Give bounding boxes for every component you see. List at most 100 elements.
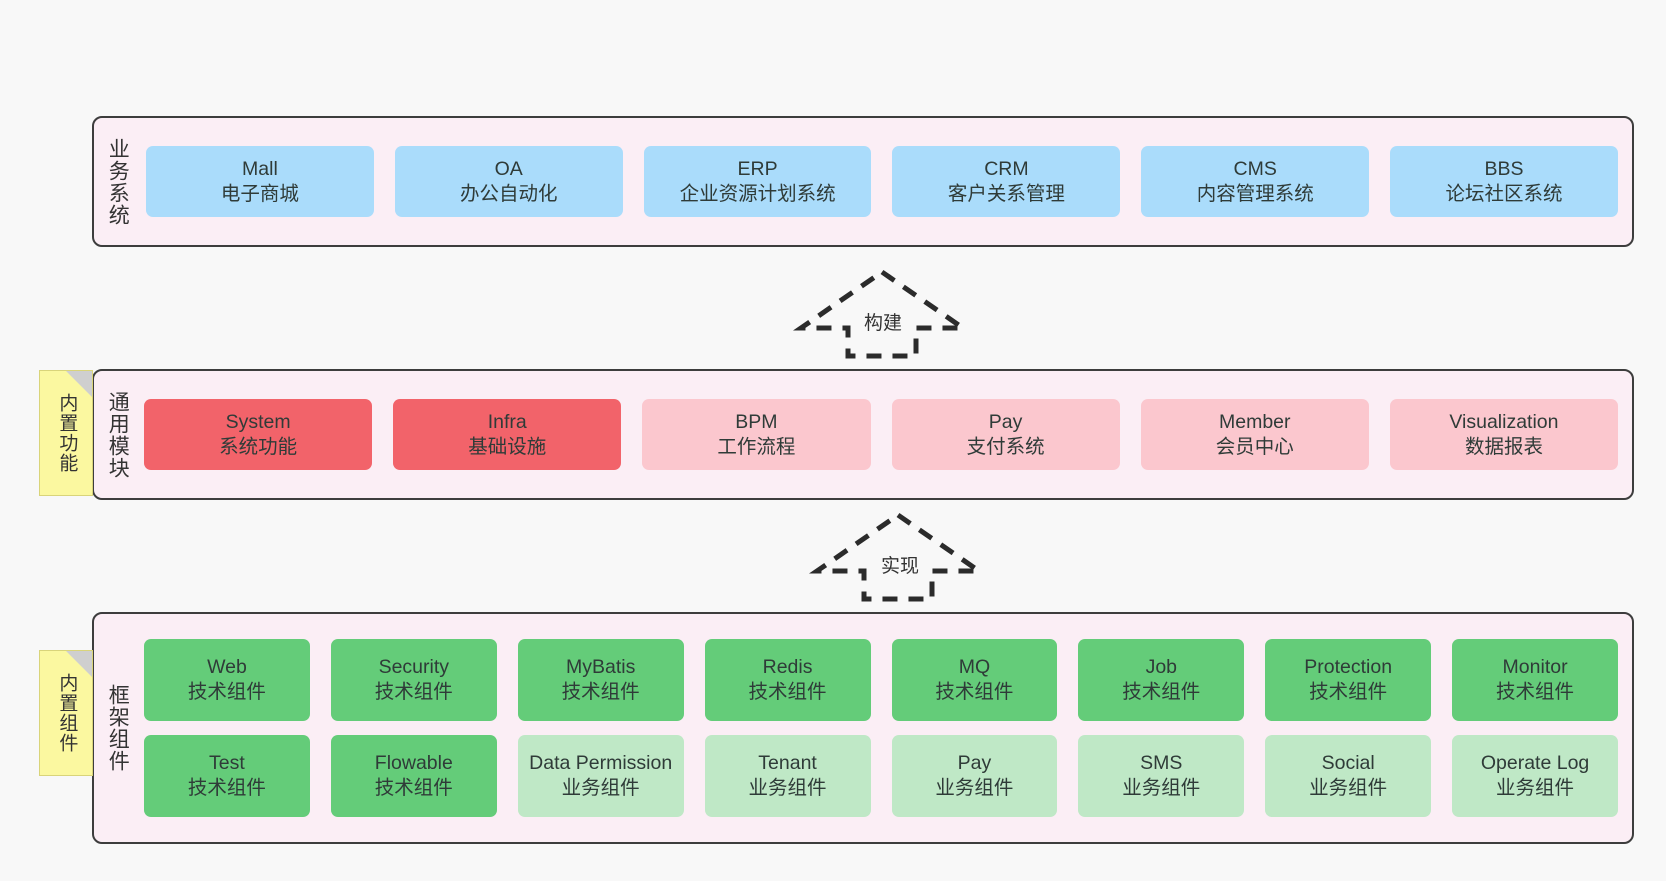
layer-framework-components: 框架组件 Web 技术组件 Security 技术组件 MyBatis 技术组件… [92, 612, 1634, 844]
card-title: Test [209, 752, 245, 775]
card-member[interactable]: Member 会员中心 [1140, 399, 1369, 470]
card-oa[interactable]: OA 办公自动化 [394, 146, 623, 217]
note-label: 内置功能 [56, 393, 78, 473]
card-subtitle: 技术组件 [935, 681, 1014, 703]
card-subtitle: 支付系统 [966, 435, 1045, 458]
card-title: System [225, 410, 291, 433]
card-operate-log[interactable]: Operate Log 业务组件 [1452, 735, 1618, 817]
card-mq[interactable]: MQ 技术组件 [891, 639, 1058, 721]
arrow-label: 构建 [863, 313, 902, 334]
card-erp[interactable]: ERP 企业资源计划系统 [643, 146, 872, 217]
card-row: Mall 电子商城 OA 办公自动化 ERP 企业资源计划系统 CRM 客户关系… [146, 146, 1618, 217]
card-title: Flowable [374, 752, 453, 775]
card-social[interactable]: Social 业务组件 [1265, 735, 1432, 817]
card-row: Web 技术组件 Security 技术组件 MyBatis 技术组件 Redi… [144, 639, 1618, 721]
card-visualization[interactable]: Visualization 数据报表 [1389, 399, 1619, 470]
card-test[interactable]: Test 技术组件 [144, 735, 310, 817]
build-arrow: 构建 [792, 266, 972, 361]
layer-body-business-systems: Mall 电子商城 OA 办公自动化 ERP 企业资源计划系统 CRM 客户关系… [140, 118, 1632, 245]
card-title: BPM [735, 410, 778, 433]
card-subtitle: 电子商城 [220, 182, 299, 205]
card-title: Protection [1304, 656, 1393, 679]
card-title: Infra [487, 410, 527, 433]
card-row: System 系统功能 Infra 基础设施 BPM 工作流程 Pay 支付系统… [144, 399, 1619, 470]
card-title: Operate Log [1480, 752, 1590, 775]
card-title: SMS [1140, 752, 1183, 775]
card-infra[interactable]: Infra 基础设施 [393, 399, 622, 470]
folded-corner-icon [66, 651, 92, 677]
card-subtitle: 业务组件 [935, 777, 1014, 799]
folded-corner-icon [66, 371, 92, 397]
card-subtitle: 系统功能 [219, 435, 298, 458]
card-subtitle: 企业资源计划系统 [679, 182, 836, 205]
card-mybatis[interactable]: MyBatis 技术组件 [517, 639, 684, 721]
card-subtitle: 工作流程 [717, 435, 796, 458]
card-subtitle: 技术组件 [187, 681, 266, 703]
note-builtin-component: 内置组件 [39, 650, 93, 776]
card-mall[interactable]: Mall 电子商城 [146, 146, 374, 217]
card-protection[interactable]: Protection 技术组件 [1265, 639, 1432, 721]
card-title: BBS [1484, 157, 1524, 180]
up-arrow-icon [792, 268, 972, 359]
card-subtitle: 技术组件 [374, 681, 453, 703]
card-redis[interactable]: Redis 技术组件 [704, 639, 871, 721]
card-title: Pay [957, 752, 992, 775]
card-subtitle: 技术组件 [1496, 681, 1575, 703]
card-system[interactable]: System 系统功能 [144, 399, 373, 470]
layer-title-common-modules: 通用模块 [106, 390, 130, 479]
card-title: Web [207, 656, 247, 679]
card-title: Pay [988, 410, 1023, 433]
card-title: Mall [242, 157, 278, 180]
card-pay-module[interactable]: Pay 支付系统 [891, 399, 1120, 470]
card-subtitle: 业务组件 [1496, 777, 1575, 799]
card-title: Job [1145, 656, 1178, 679]
card-title: Redis [762, 656, 813, 679]
card-bbs[interactable]: BBS 论坛社区系统 [1390, 146, 1618, 217]
card-row: Test 技术组件 Flowable 技术组件 Data Permission … [144, 735, 1618, 817]
card-crm[interactable]: CRM 客户关系管理 [892, 146, 1121, 217]
layer-title-business-systems: 业务系统 [106, 137, 130, 226]
card-title: OA [494, 157, 523, 180]
card-web[interactable]: Web 技术组件 [144, 639, 310, 721]
card-subtitle: 技术组件 [1309, 681, 1388, 703]
card-title: Social [1321, 752, 1375, 775]
note-label: 内置组件 [56, 673, 78, 753]
card-subtitle: 数据报表 [1464, 435, 1543, 458]
card-bpm[interactable]: BPM 工作流程 [642, 399, 871, 470]
card-subtitle: 技术组件 [1122, 681, 1201, 703]
card-data-permission[interactable]: Data Permission 业务组件 [517, 735, 684, 817]
arrow-label: 实现 [880, 556, 919, 577]
card-subtitle: 技术组件 [187, 777, 266, 799]
card-title: ERP [737, 157, 778, 180]
implement-arrow: 实现 [808, 509, 988, 604]
card-sms[interactable]: SMS 业务组件 [1078, 735, 1245, 817]
card-cms[interactable]: CMS 内容管理系统 [1141, 146, 1370, 217]
card-tenant[interactable]: Tenant 业务组件 [704, 735, 871, 817]
card-subtitle: 业务组件 [748, 777, 827, 799]
layer-body-common-modules: System 系统功能 Infra 基础设施 BPM 工作流程 Pay 支付系统… [140, 371, 1632, 498]
layer-business-systems: 业务系统 Mall 电子商城 OA 办公自动化 ERP 企业资源计划系统 CRM… [92, 116, 1634, 247]
card-security[interactable]: Security 技术组件 [330, 639, 497, 721]
card-subtitle: 基础设施 [468, 435, 547, 458]
layer-common-modules: 通用模块 System 系统功能 Infra 基础设施 BPM 工作流程 Pay… [92, 369, 1634, 500]
card-subtitle: 技术组件 [748, 681, 827, 703]
card-title: Tenant [758, 752, 817, 775]
card-subtitle: 办公自动化 [459, 182, 558, 205]
card-subtitle: 业务组件 [561, 777, 640, 799]
card-subtitle: 内容管理系统 [1196, 182, 1314, 205]
card-flowable[interactable]: Flowable 技术组件 [330, 735, 497, 817]
card-title: MQ [958, 656, 991, 679]
card-monitor[interactable]: Monitor 技术组件 [1452, 639, 1618, 721]
card-title: Member [1219, 410, 1291, 433]
layer-title-framework-components: 框架组件 [106, 684, 130, 772]
layer-body-framework-components: Web 技术组件 Security 技术组件 MyBatis 技术组件 Redi… [140, 614, 1632, 842]
card-subtitle: 论坛社区系统 [1445, 182, 1563, 205]
card-title: Security [378, 656, 450, 679]
card-subtitle: 技术组件 [374, 777, 453, 799]
card-subtitle: 技术组件 [561, 681, 640, 703]
card-title: CMS [1233, 157, 1277, 180]
card-pay-component[interactable]: Pay 业务组件 [891, 735, 1058, 817]
card-job[interactable]: Job 技术组件 [1078, 639, 1245, 721]
card-subtitle: 业务组件 [1309, 777, 1388, 799]
